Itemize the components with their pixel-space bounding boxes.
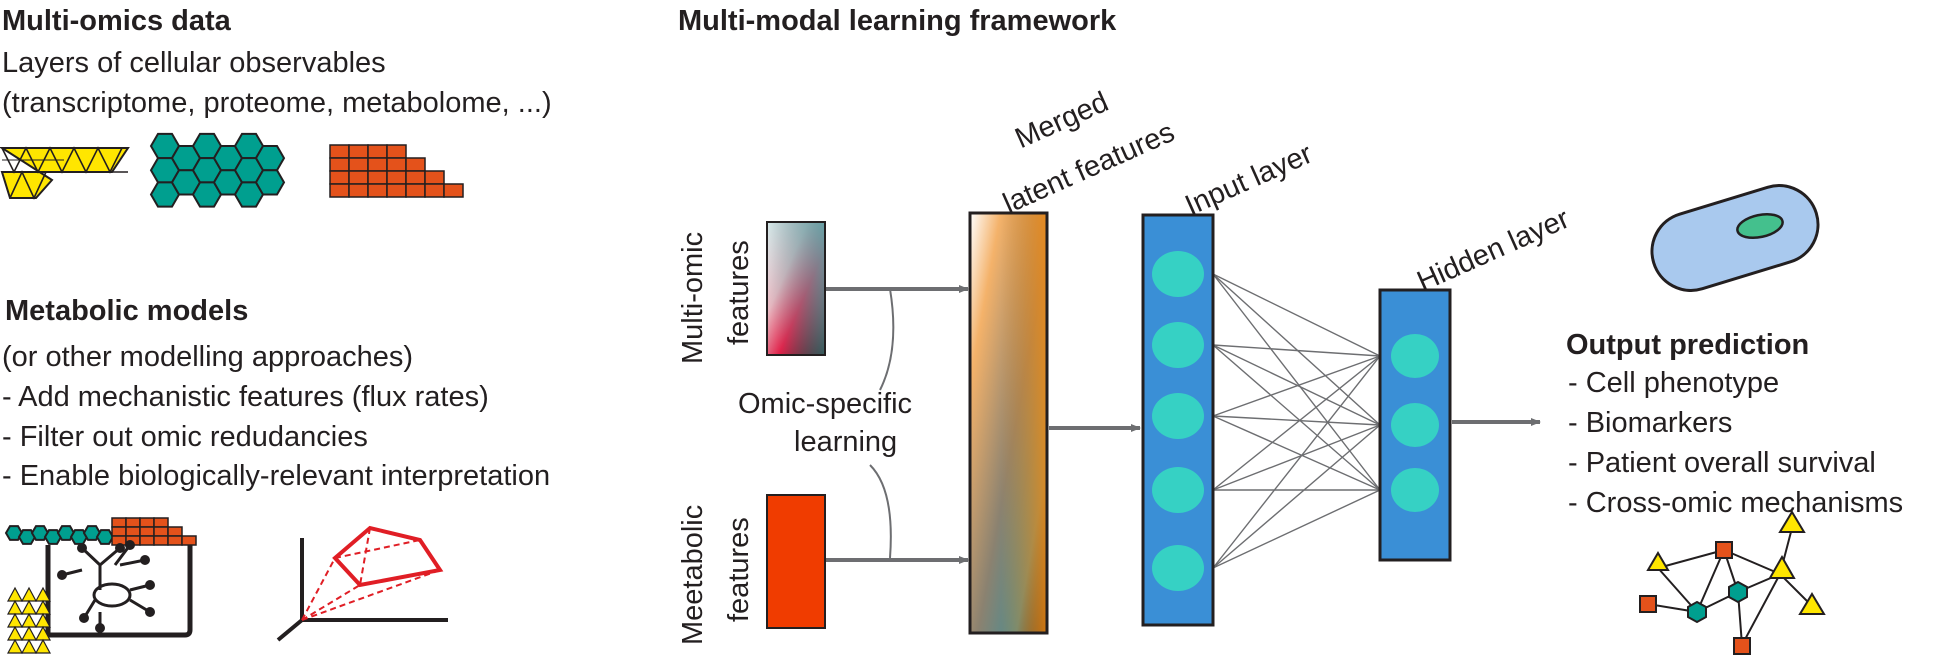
merged-latent-bar xyxy=(968,211,1049,635)
omics-description-line2: (transcriptome, proteome, metabolome, ..… xyxy=(2,87,552,119)
multiomic-feature-box xyxy=(766,221,826,356)
input-node xyxy=(1152,393,1204,439)
hidden-node xyxy=(1391,468,1439,512)
callout-upper-curve xyxy=(879,288,895,391)
metabolic-label-line2: features xyxy=(723,517,755,622)
models-title: Metabolic models xyxy=(5,295,249,327)
output-item: - Cell phenotype xyxy=(1568,367,1780,399)
hexagons-layer-icon xyxy=(149,132,286,208)
hidden-node xyxy=(1391,403,1439,447)
output-item: - Patient overall survival xyxy=(1568,447,1876,479)
input-node xyxy=(1152,467,1204,513)
output-item: - Cross-omic mechanisms xyxy=(1568,487,1904,519)
omic-specific-label-line2: learning xyxy=(794,426,898,458)
models-line: (or other modelling approaches) xyxy=(2,341,414,373)
metabolic-network-icon xyxy=(4,517,197,654)
multiomic-label-line1: Multi-omic xyxy=(677,231,709,364)
omics-description-line1: Layers of cellular observables xyxy=(2,47,386,79)
mechanism-network-icon xyxy=(1639,510,1826,655)
models-line: - Enable biologically-relevant interpret… xyxy=(2,460,551,492)
callout-lower-curve xyxy=(869,464,892,559)
triangles-layer-icon xyxy=(0,146,130,200)
omics-title: Multi-omics data xyxy=(2,5,231,37)
input-node xyxy=(1152,251,1204,297)
hidden-layer xyxy=(1378,288,1452,562)
input-node xyxy=(1152,545,1204,591)
bricks-layer-icon xyxy=(329,144,464,198)
metabolic-feature-box xyxy=(766,494,826,629)
cell-icon xyxy=(1650,184,1820,292)
hidden-node xyxy=(1391,334,1439,378)
models-line: - Filter out omic redudancies xyxy=(2,421,368,453)
network-connections xyxy=(1212,273,1381,569)
output-item: - Biomarkers xyxy=(1568,407,1733,439)
framework-title: Multi-modal learning framework xyxy=(678,5,1117,37)
models-line: - Add mechanistic features (flux rates) xyxy=(2,381,489,413)
flux-space-icon xyxy=(276,525,448,642)
output-title: Output prediction xyxy=(1566,329,1810,361)
omic-specific-label-line1: Omic-specific xyxy=(738,388,913,420)
metabolic-label-line1: Meetabolic xyxy=(677,504,709,645)
multiomic-label-line2: features xyxy=(723,240,755,345)
input-layer xyxy=(1141,213,1215,627)
input-node xyxy=(1152,322,1204,368)
